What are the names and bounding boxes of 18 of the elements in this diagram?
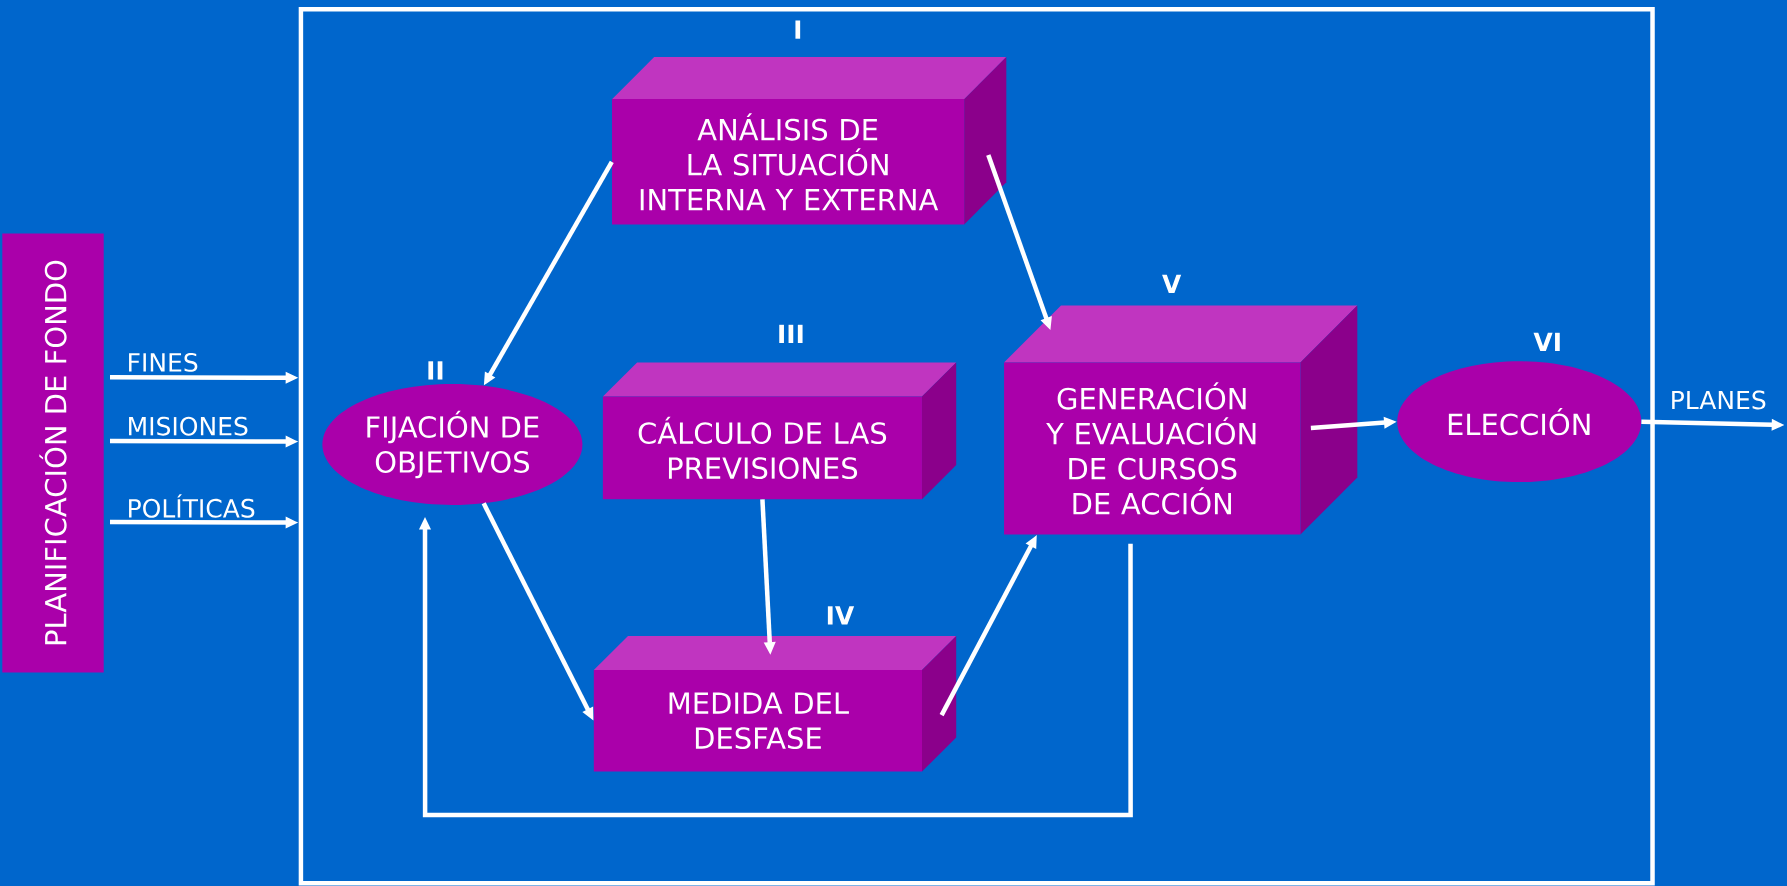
roman-numeral: IV	[827, 606, 855, 625]
edge-label: MISIONES	[129, 416, 248, 436]
cuboid-box: GENERACIÓN Y EVALUACIÓN DE CURSOS DE ACCIÓN	[1004, 305, 1358, 535]
roman-numeral: III	[779, 324, 803, 343]
ellipse-node: ELECCIÓN	[1397, 361, 1642, 483]
edge-label: FINES	[129, 352, 198, 372]
cuboid-box: CÁLCULO DE LAS PREVISIONES	[602, 362, 957, 500]
frame-border	[298, 6, 1655, 886]
edge-label: PLANES	[1672, 390, 1766, 410]
roman-numeral: II	[428, 361, 443, 380]
roman-numeral: VI	[1533, 332, 1560, 351]
cuboid-box: ANÁLISIS DE LA SITUACIÓN INTERNA Y EXTERNA	[612, 57, 1007, 225]
cuboid-box: MEDIDA DEL DESFASE	[593, 635, 957, 772]
edge-label: POLÍTICAS	[129, 494, 255, 518]
roman-numeral: I	[795, 20, 801, 39]
vertical-box: PLANIFICACIÓN DE FONDO	[2, 233, 104, 673]
ellipse-node: FIJACIÓN DE OBJETIVOS	[322, 384, 583, 505]
roman-numeral: V	[1162, 274, 1182, 293]
